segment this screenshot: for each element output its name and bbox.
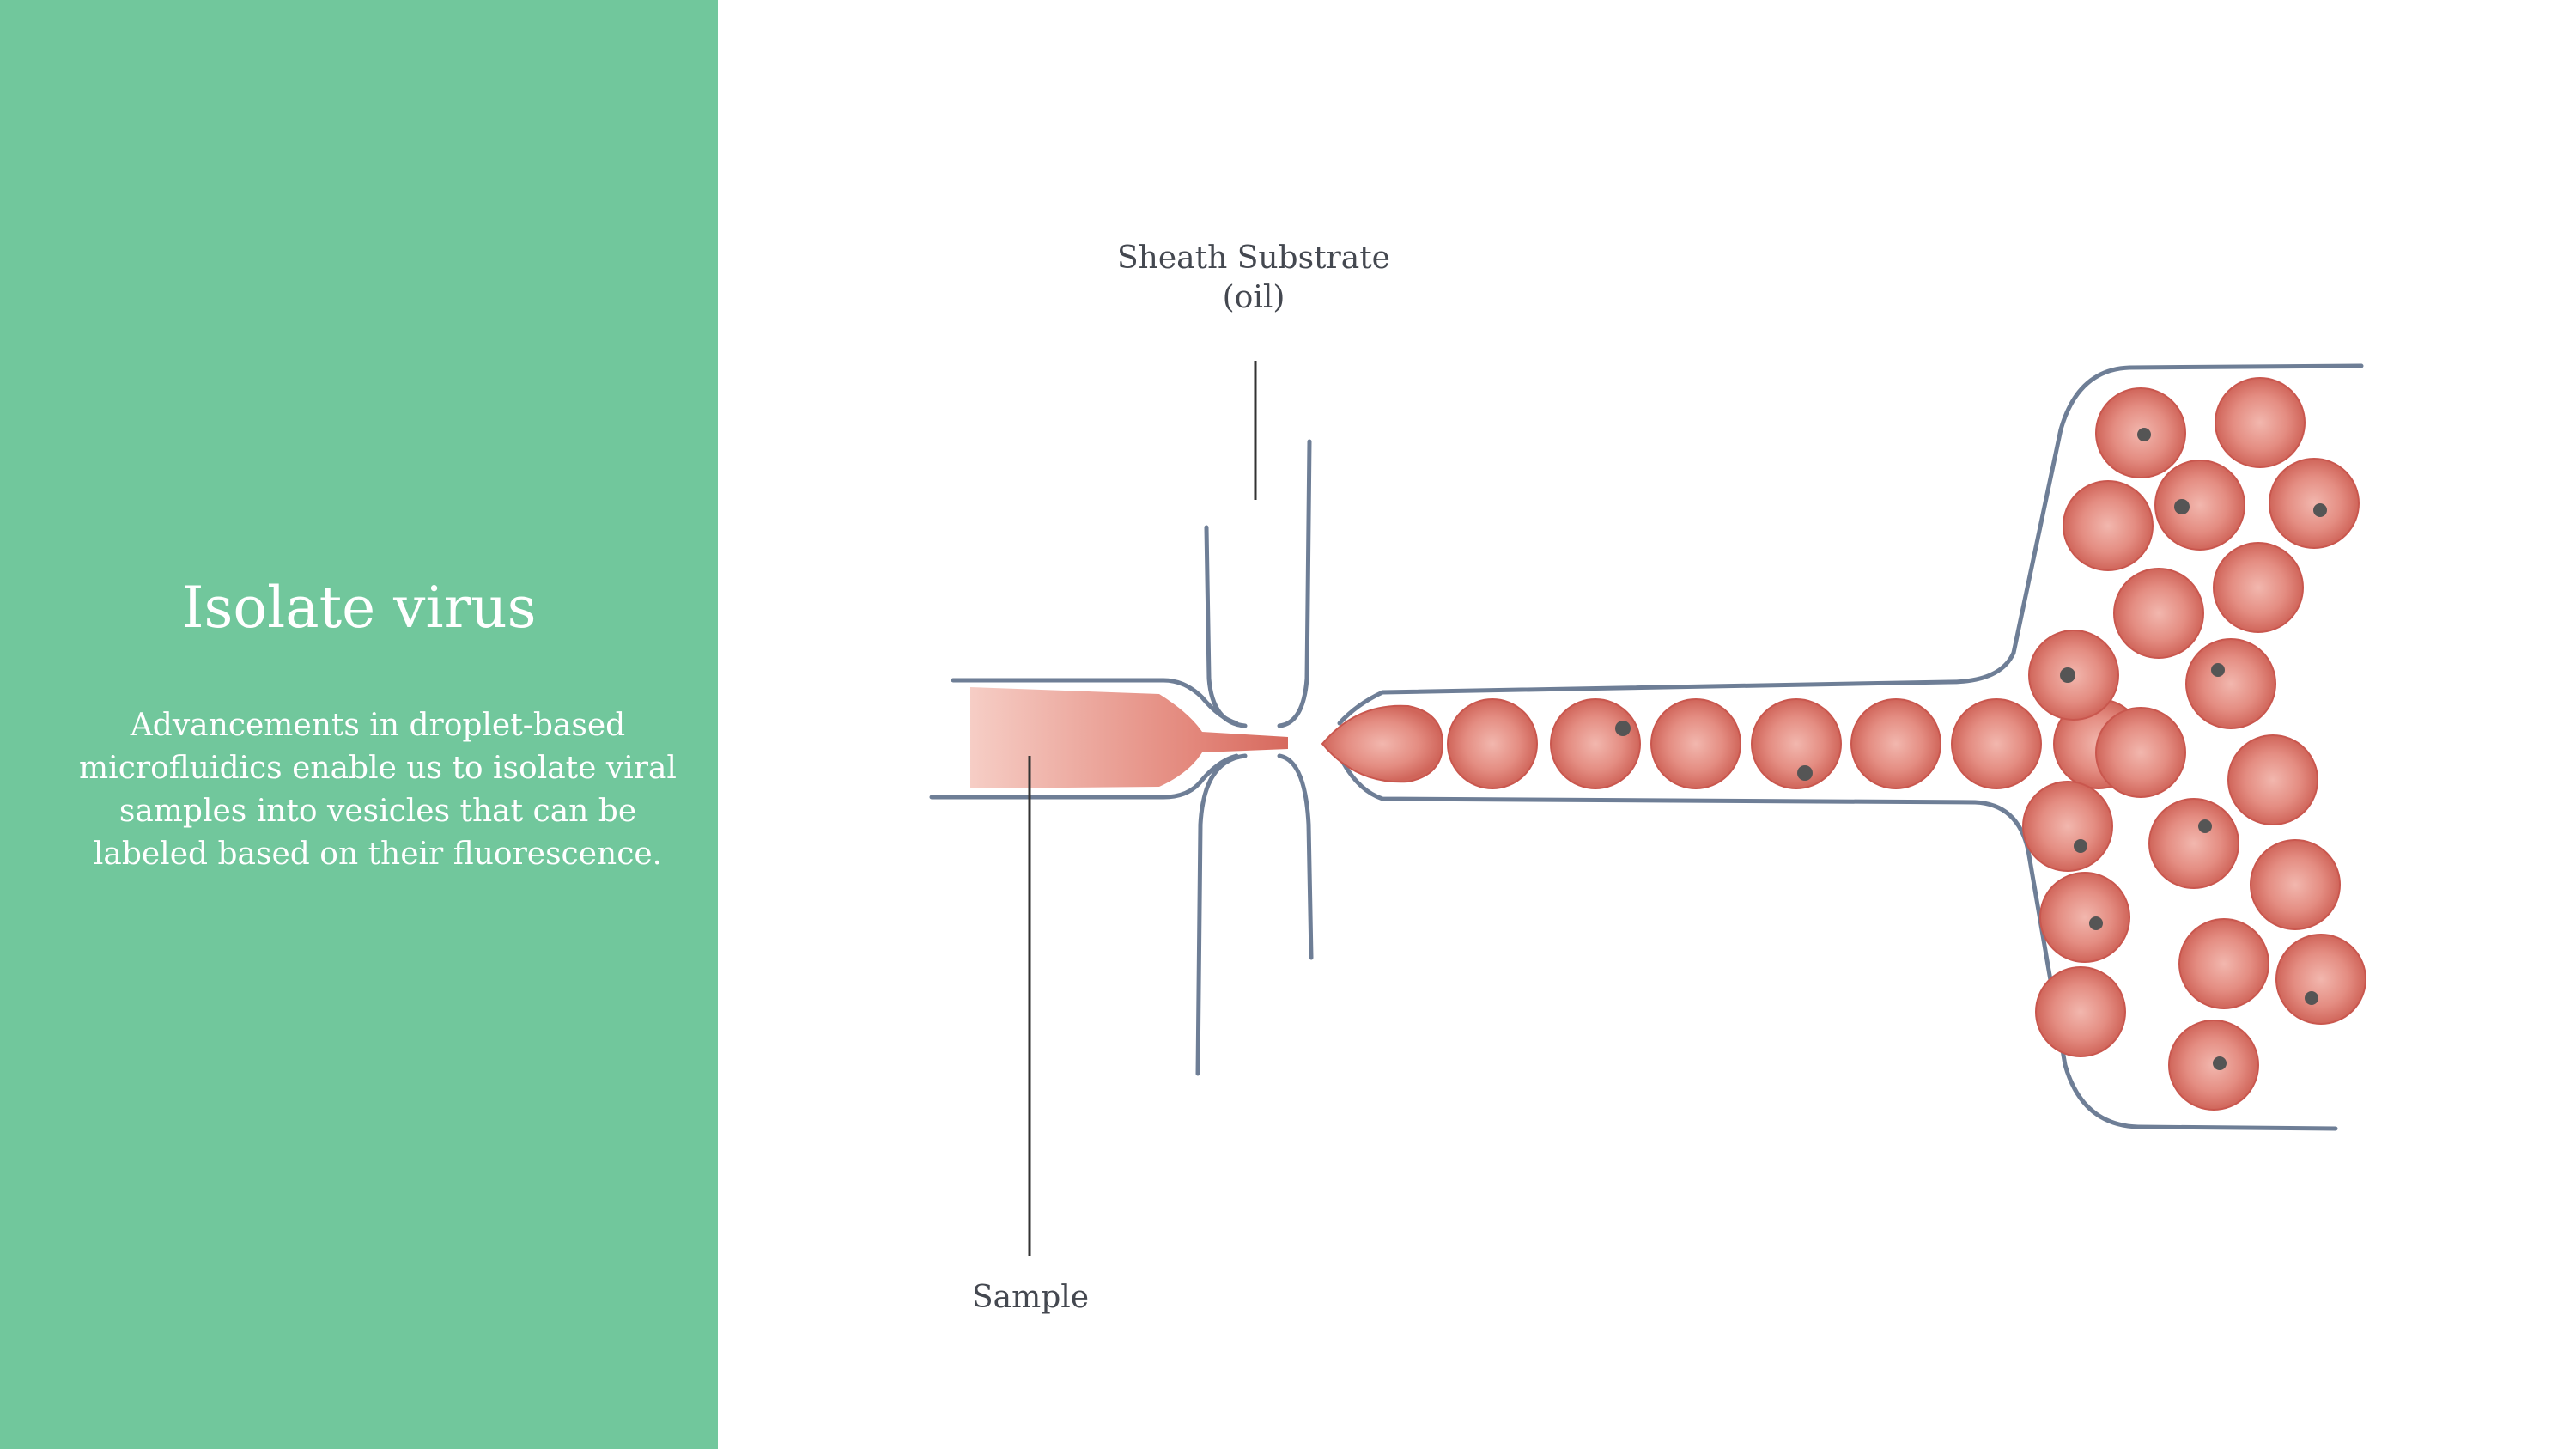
droplet — [2063, 480, 2154, 571]
channel-wall-lower-main — [1337, 753, 2338, 1131]
virus-dot — [2313, 503, 2327, 517]
droplet — [1650, 698, 1741, 789]
droplet — [2095, 707, 2186, 798]
virus-particles — [1615, 428, 2327, 1070]
sample-label: Sample — [971, 1280, 1090, 1315]
oil-inlet-bottom-left — [1195, 753, 1248, 1076]
virus-dot — [2089, 916, 2103, 930]
droplet — [2039, 872, 2130, 963]
droplet — [2154, 460, 2245, 551]
virus-dot — [2198, 819, 2212, 833]
droplet — [2213, 542, 2304, 633]
channel-droplets — [1447, 698, 2144, 789]
sample-stream — [970, 687, 1444, 788]
droplet — [2215, 377, 2306, 468]
droplet — [1751, 698, 1842, 789]
droplet — [2148, 798, 2239, 889]
droplet — [2113, 568, 2204, 659]
virus-dot — [2305, 991, 2318, 1005]
droplet — [1550, 698, 1641, 789]
side-panel: Isolate virus Advancements in droplet-ba… — [0, 0, 718, 1449]
oil-inlet-top-left — [1204, 525, 1248, 728]
oil-inlet-top-right — [1277, 439, 1312, 728]
chamber-droplets — [2022, 377, 2366, 1111]
panel-description: Advancements in droplet-based microfluid… — [79, 708, 677, 872]
virus-dot — [2060, 667, 2075, 683]
droplet — [2022, 781, 2113, 872]
virus-dot — [2213, 1056, 2227, 1070]
sheath-label-line1: Sheath Substrate — [1117, 240, 1390, 276]
droplet — [2275, 934, 2366, 1025]
droplet — [2035, 966, 2126, 1057]
droplet — [2185, 638, 2276, 729]
oil-inlet-bottom-right — [1277, 753, 1314, 960]
droplet — [1850, 698, 1941, 789]
sheath-substrate-label: Sheath Substrate (oil) — [1082, 239, 1425, 318]
virus-dot — [1797, 765, 1813, 781]
leader-lines — [1028, 361, 1257, 1256]
droplet — [2178, 918, 2269, 1009]
channel-walls — [929, 363, 2364, 1131]
virus-dot — [2211, 663, 2225, 677]
droplet — [2250, 839, 2341, 930]
virus-dot — [2137, 428, 2151, 441]
droplet — [1447, 698, 1538, 789]
virus-dot — [1615, 721, 1631, 736]
virus-dot — [2074, 839, 2087, 853]
droplet — [2227, 734, 2318, 825]
sample-fluid — [970, 687, 1288, 788]
panel-title: Isolate virus — [181, 575, 537, 641]
droplet — [1951, 698, 2042, 789]
sheath-label-line2: (oil) — [1222, 280, 1285, 315]
droplet — [2269, 458, 2360, 549]
channel-wall-upper-main — [1337, 363, 2364, 726]
virus-dot — [2174, 499, 2190, 514]
pinch-droplet — [1321, 704, 1444, 783]
